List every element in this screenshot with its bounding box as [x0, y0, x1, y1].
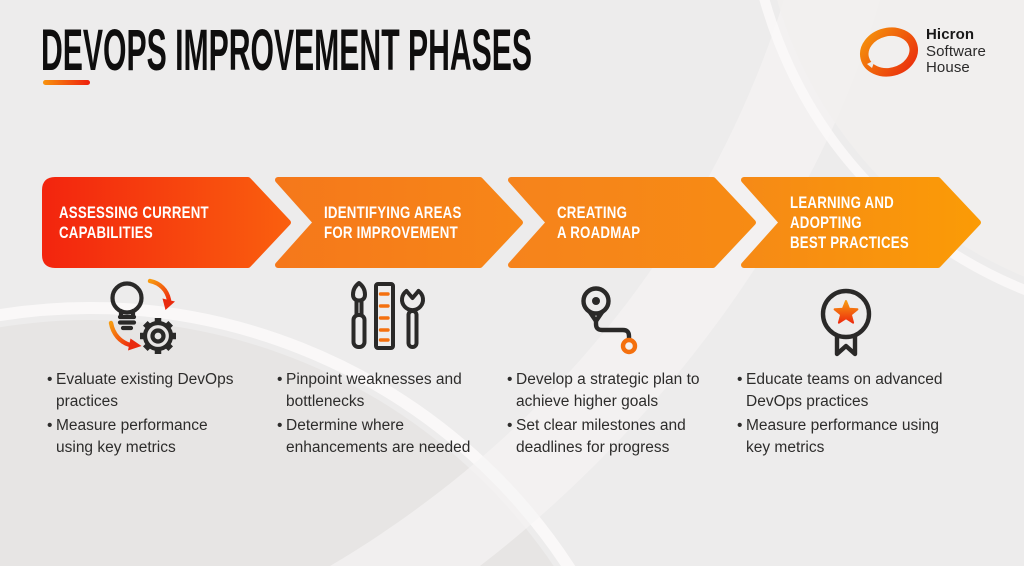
bullet-dot: • — [507, 371, 513, 388]
bullet-dot: • — [47, 417, 53, 434]
phase-banner-identifying: IDENTIFYING AREAS FOR IMPROVEMENT — [275, 177, 523, 268]
phase-2-heading: IDENTIFYING AREAS FOR IMPROVEMENT — [324, 202, 462, 242]
bullet-dot: • — [277, 371, 283, 388]
phase-4-heading: LEARNING AND ADOPTING BEST PRACTICES — [790, 192, 909, 252]
arrow-shape-icon — [741, 177, 981, 268]
bulb-gear-cycle-icon — [96, 276, 196, 368]
logo-brand: Hicron — [926, 26, 975, 44]
list-item: •Pinpoint weaknesses and bottlenecks — [277, 369, 482, 413]
phase-banner-learning: LEARNING AND ADOPTING BEST PRACTICES — [741, 177, 981, 268]
phase-3-heading: CREATING A ROADMAP — [557, 202, 641, 242]
list-item: •Evaluate existing DevOps practices — [47, 369, 237, 413]
phase-2-bullets: •Pinpoint weaknesses and bottlenecks •De… — [277, 369, 482, 461]
list-item: •Measure performance using key metrics — [737, 415, 947, 459]
phase-3-bullets: •Develop a strategic plan to achieve hig… — [507, 369, 719, 461]
bullet-dot: • — [277, 417, 283, 434]
logo-line3: House — [926, 59, 970, 77]
list-item: •Measure performance using key metrics — [47, 415, 237, 459]
phase-banner-roadmap: CREATING A ROADMAP — [508, 177, 756, 268]
title-underline — [43, 80, 90, 85]
tools-icon — [338, 280, 438, 366]
arrow-shape-icon — [275, 177, 523, 268]
arrow-shape-icon — [42, 177, 291, 268]
phase-4-bullets: •Educate teams on advanced DevOps practi… — [737, 369, 947, 461]
hicron-logo: Hicron Software House — [858, 26, 986, 78]
page-title: DEVOPS IMPROVEMENT PHASES — [41, 18, 533, 83]
route-pin-icon — [568, 284, 668, 360]
bullet-dot: • — [47, 371, 53, 388]
list-item: •Educate teams on advanced DevOps practi… — [737, 369, 947, 413]
phase-banner-assessing: ASSESSING CURRENT CAPABILITIES — [42, 177, 291, 268]
bullet-dot: • — [737, 371, 743, 388]
hicron-ring-icon — [860, 27, 918, 77]
list-item: •Determine where enhancements are needed — [277, 415, 482, 459]
arrow-shape-icon — [508, 177, 756, 268]
logo-line2: Software — [926, 42, 986, 60]
phase-1-heading: ASSESSING CURRENT CAPABILITIES — [59, 202, 209, 242]
phase-1-bullets: •Evaluate existing DevOps practices •Mea… — [47, 369, 237, 461]
list-item: •Set clear milestones and deadlines for … — [507, 415, 719, 459]
medal-icon — [796, 284, 896, 364]
list-item: •Develop a strategic plan to achieve hig… — [507, 369, 719, 413]
hicron-logo-text: Hicron Software House — [926, 27, 986, 77]
bullet-dot: • — [737, 417, 743, 434]
bullet-dot: • — [507, 417, 513, 434]
